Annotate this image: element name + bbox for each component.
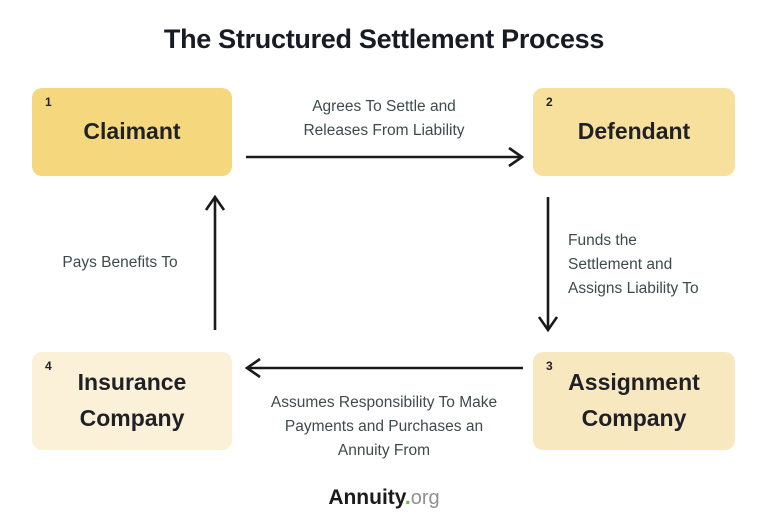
edge-label-funds-the-settlement: Funds the Settlement and Assigns Liabili…: [568, 229, 743, 301]
edge-label-line: Assigns Liability To: [568, 280, 699, 297]
edge-label-line: Payments and Purchases an: [284, 418, 484, 435]
brand-name: Annuity: [328, 486, 405, 509]
arrow-defendant-to-assignment-company: [537, 197, 559, 333]
node-defendant: 2 Defendant: [533, 88, 735, 176]
node-label: Insurance Company: [77, 369, 187, 431]
edge-label-pays-benefits-to: Pays Benefits To: [40, 251, 200, 275]
node-number: 2: [546, 95, 553, 109]
node-insurance-company: 4 Insurance Company: [32, 352, 232, 450]
node-claimant: 1 Claimant: [32, 88, 232, 176]
arrow-insurance-company-to-claimant: [204, 194, 226, 330]
arrow-claimant-to-defendant: [246, 146, 525, 168]
node-number: 1: [45, 95, 52, 109]
node-number: 3: [546, 359, 553, 373]
edge-label-agrees-to-settle: Agrees To Settle and Releases From Liabi…: [244, 95, 524, 143]
edge-label-line: Annuity From: [337, 442, 431, 459]
edge-label-line: Funds the: [568, 232, 637, 249]
edge-label-line: Agrees To Settle and: [312, 98, 456, 115]
node-label: Claimant: [83, 118, 181, 145]
node-number: 4: [45, 359, 52, 373]
edge-label-line: Pays Benefits To: [62, 254, 178, 271]
node-label: Defendant: [577, 118, 691, 145]
diagram-title: The Structured Settlement Process: [163, 24, 605, 54]
edge-label-line: Releases From Liability: [303, 122, 465, 139]
edge-label-line: Assumes Responsibility To Make: [270, 394, 498, 411]
brand-dot: .: [404, 486, 411, 509]
brand-logo: Annuity.org: [0, 486, 768, 510]
edge-label-line: Settlement and: [568, 256, 673, 273]
node-assignment-company: 3 Assignment Company: [533, 352, 735, 450]
edge-label-assumes-responsibility: Assumes Responsibility To Make Payments …: [234, 391, 534, 463]
node-label: Assignment Company: [568, 369, 700, 431]
arrow-assignment-company-to-insurance-company: [244, 357, 523, 379]
brand-tld: org: [410, 487, 440, 509]
